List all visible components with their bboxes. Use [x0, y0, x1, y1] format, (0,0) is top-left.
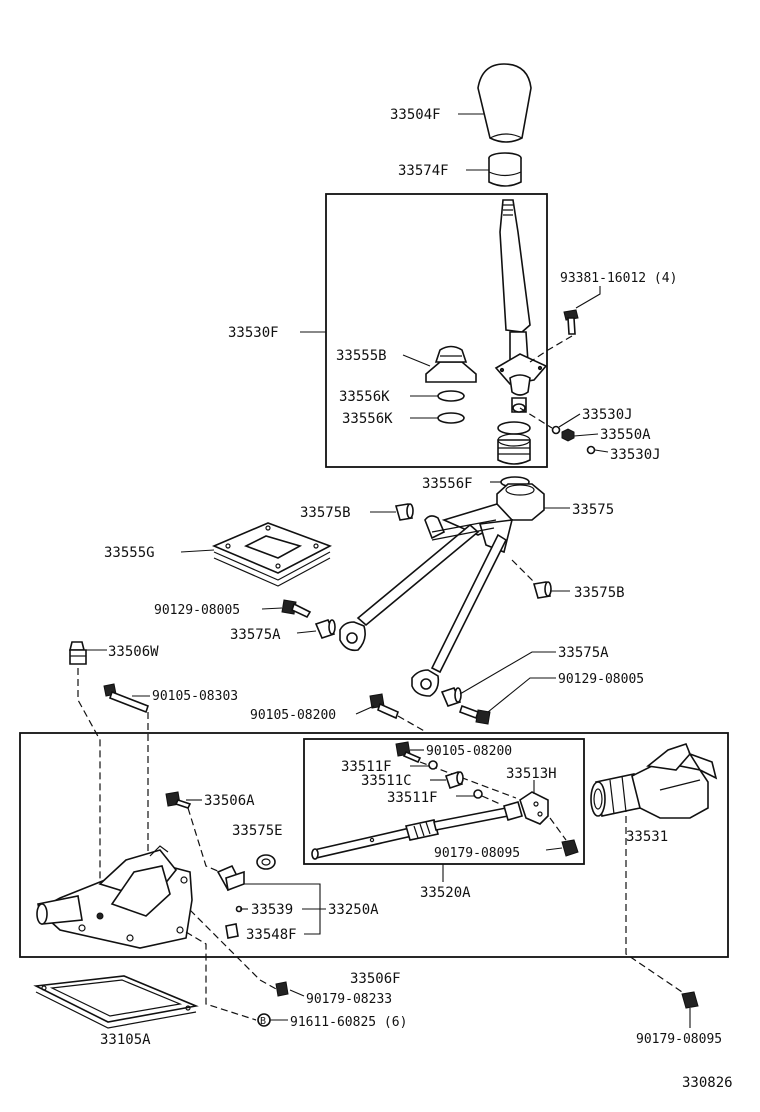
label-33556k-upper: 33556K: [339, 389, 390, 405]
label-33575: 33575: [572, 502, 614, 518]
label-33574f: 33574F: [398, 163, 449, 179]
label-33530j-upper: 33530J: [582, 407, 633, 423]
bushing-upper: [394, 503, 414, 521]
pivot-seat: [497, 421, 531, 465]
bushing-right: [532, 581, 552, 599]
o-ring-lower: [437, 412, 465, 424]
label-33504f: 33504F: [390, 107, 441, 123]
bolt-90129-right: [458, 704, 491, 725]
label-90105-08303: 90105-08303: [152, 689, 238, 704]
label-90105-08200-upper: 90105-08200: [250, 708, 336, 723]
bolt-90105-08200-inner: [395, 741, 422, 764]
label-33555g: 33555G: [104, 545, 155, 561]
shift-rod-subassembly-frame: [303, 738, 585, 865]
collar-33548f: [225, 923, 239, 939]
collar-33511c: [444, 770, 464, 790]
label-33550a: 33550A: [600, 427, 651, 443]
label-90129-08005-left: 90129-08005: [154, 603, 240, 618]
bolt-90105-08200-upper: [369, 693, 399, 720]
shift-lever: [494, 199, 548, 413]
label-33575e: 33575E: [232, 823, 283, 839]
shift-plate-33555g: [211, 522, 332, 587]
label-33575a-left: 33575A: [230, 627, 281, 643]
pin-upper: [551, 425, 561, 435]
label-33506a: 33506A: [204, 793, 255, 809]
label-33511c: 33511C: [361, 773, 412, 789]
label-33513h: 33513H: [506, 766, 557, 782]
bolt-90179-08095-outer: [681, 991, 699, 1009]
label-93381-16012: 93381-16012 (4): [560, 271, 677, 286]
breather-plug: [68, 641, 87, 665]
bolt-90179-08095-inner: [561, 839, 579, 857]
pin-33511f-lower: [473, 789, 483, 799]
label-33556k-lower: 33556K: [342, 411, 393, 427]
bolt-90129-left: [281, 599, 312, 619]
pin-33511f-upper: [428, 760, 438, 770]
shift-housing-33506f: [36, 845, 193, 949]
shift-lever-subassembly-frame: [325, 193, 548, 468]
label-33105a: 33105A: [100, 1032, 151, 1048]
label-33575a-right: 33575A: [558, 645, 609, 661]
gasket-33105a: [33, 975, 199, 1029]
bushing-33575a-right: [440, 687, 462, 707]
pin-lower: [586, 445, 596, 455]
bolt-93381: [563, 309, 579, 335]
label-33511f-lower: 33511F: [387, 790, 438, 806]
label-33548f: 33548F: [246, 927, 297, 943]
selector-lever-33250a: [216, 864, 245, 892]
transmission-case-frame: [19, 732, 729, 958]
label-33575b-upper: 33575B: [300, 505, 351, 521]
shift-rod: [311, 807, 509, 860]
label-91611-60825: 91611-60825 (6): [290, 1015, 407, 1030]
shift-knob: [477, 63, 532, 143]
shift-selector-33531: [590, 743, 718, 819]
label-90179-08233: 90179-08233: [306, 992, 392, 1007]
label-33506w: 33506W: [108, 644, 159, 660]
shift-yoke-33513h: [503, 791, 549, 825]
label-33250a: 33250A: [328, 902, 379, 918]
select-rod-left: [339, 523, 480, 652]
bushing-33575a-left: [314, 619, 336, 639]
label-33506f: 33506F: [350, 971, 401, 987]
label-33575b-right: 33575B: [574, 585, 625, 601]
label-90129-08005-right: 90129-08005: [558, 672, 644, 687]
label-33511f-upper: 33511F: [341, 759, 392, 775]
bolt-90105-08303: [103, 683, 149, 714]
bolt-90179-08233: [275, 981, 289, 997]
bushing-33575e: [256, 854, 276, 870]
label-90179-08095-outer: 90179-08095: [636, 1032, 722, 1047]
label-33555b: 33555B: [336, 348, 387, 364]
diagram-id: 330826: [682, 1075, 733, 1091]
knob-collar: [488, 152, 522, 187]
label-91611-marker: B: [260, 1016, 266, 1027]
o-ring-upper: [437, 390, 465, 402]
shift-lever-housing: [424, 483, 545, 554]
nut-33550a: [561, 428, 575, 442]
label-33520a: 33520A: [420, 885, 471, 901]
shift-boot: [425, 345, 477, 383]
select-rod-right: [411, 533, 508, 697]
label-33531: 33531: [626, 829, 668, 845]
label-33530j-lower: 33530J: [610, 447, 661, 463]
label-33539: 33539: [251, 902, 293, 918]
label-90179-08095-inner: 90179-08095: [434, 846, 520, 861]
label-33530f: 33530F: [228, 325, 279, 341]
label-90105-08200-inner: 90105-08200: [426, 744, 512, 759]
label-33556f: 33556F: [422, 476, 473, 492]
